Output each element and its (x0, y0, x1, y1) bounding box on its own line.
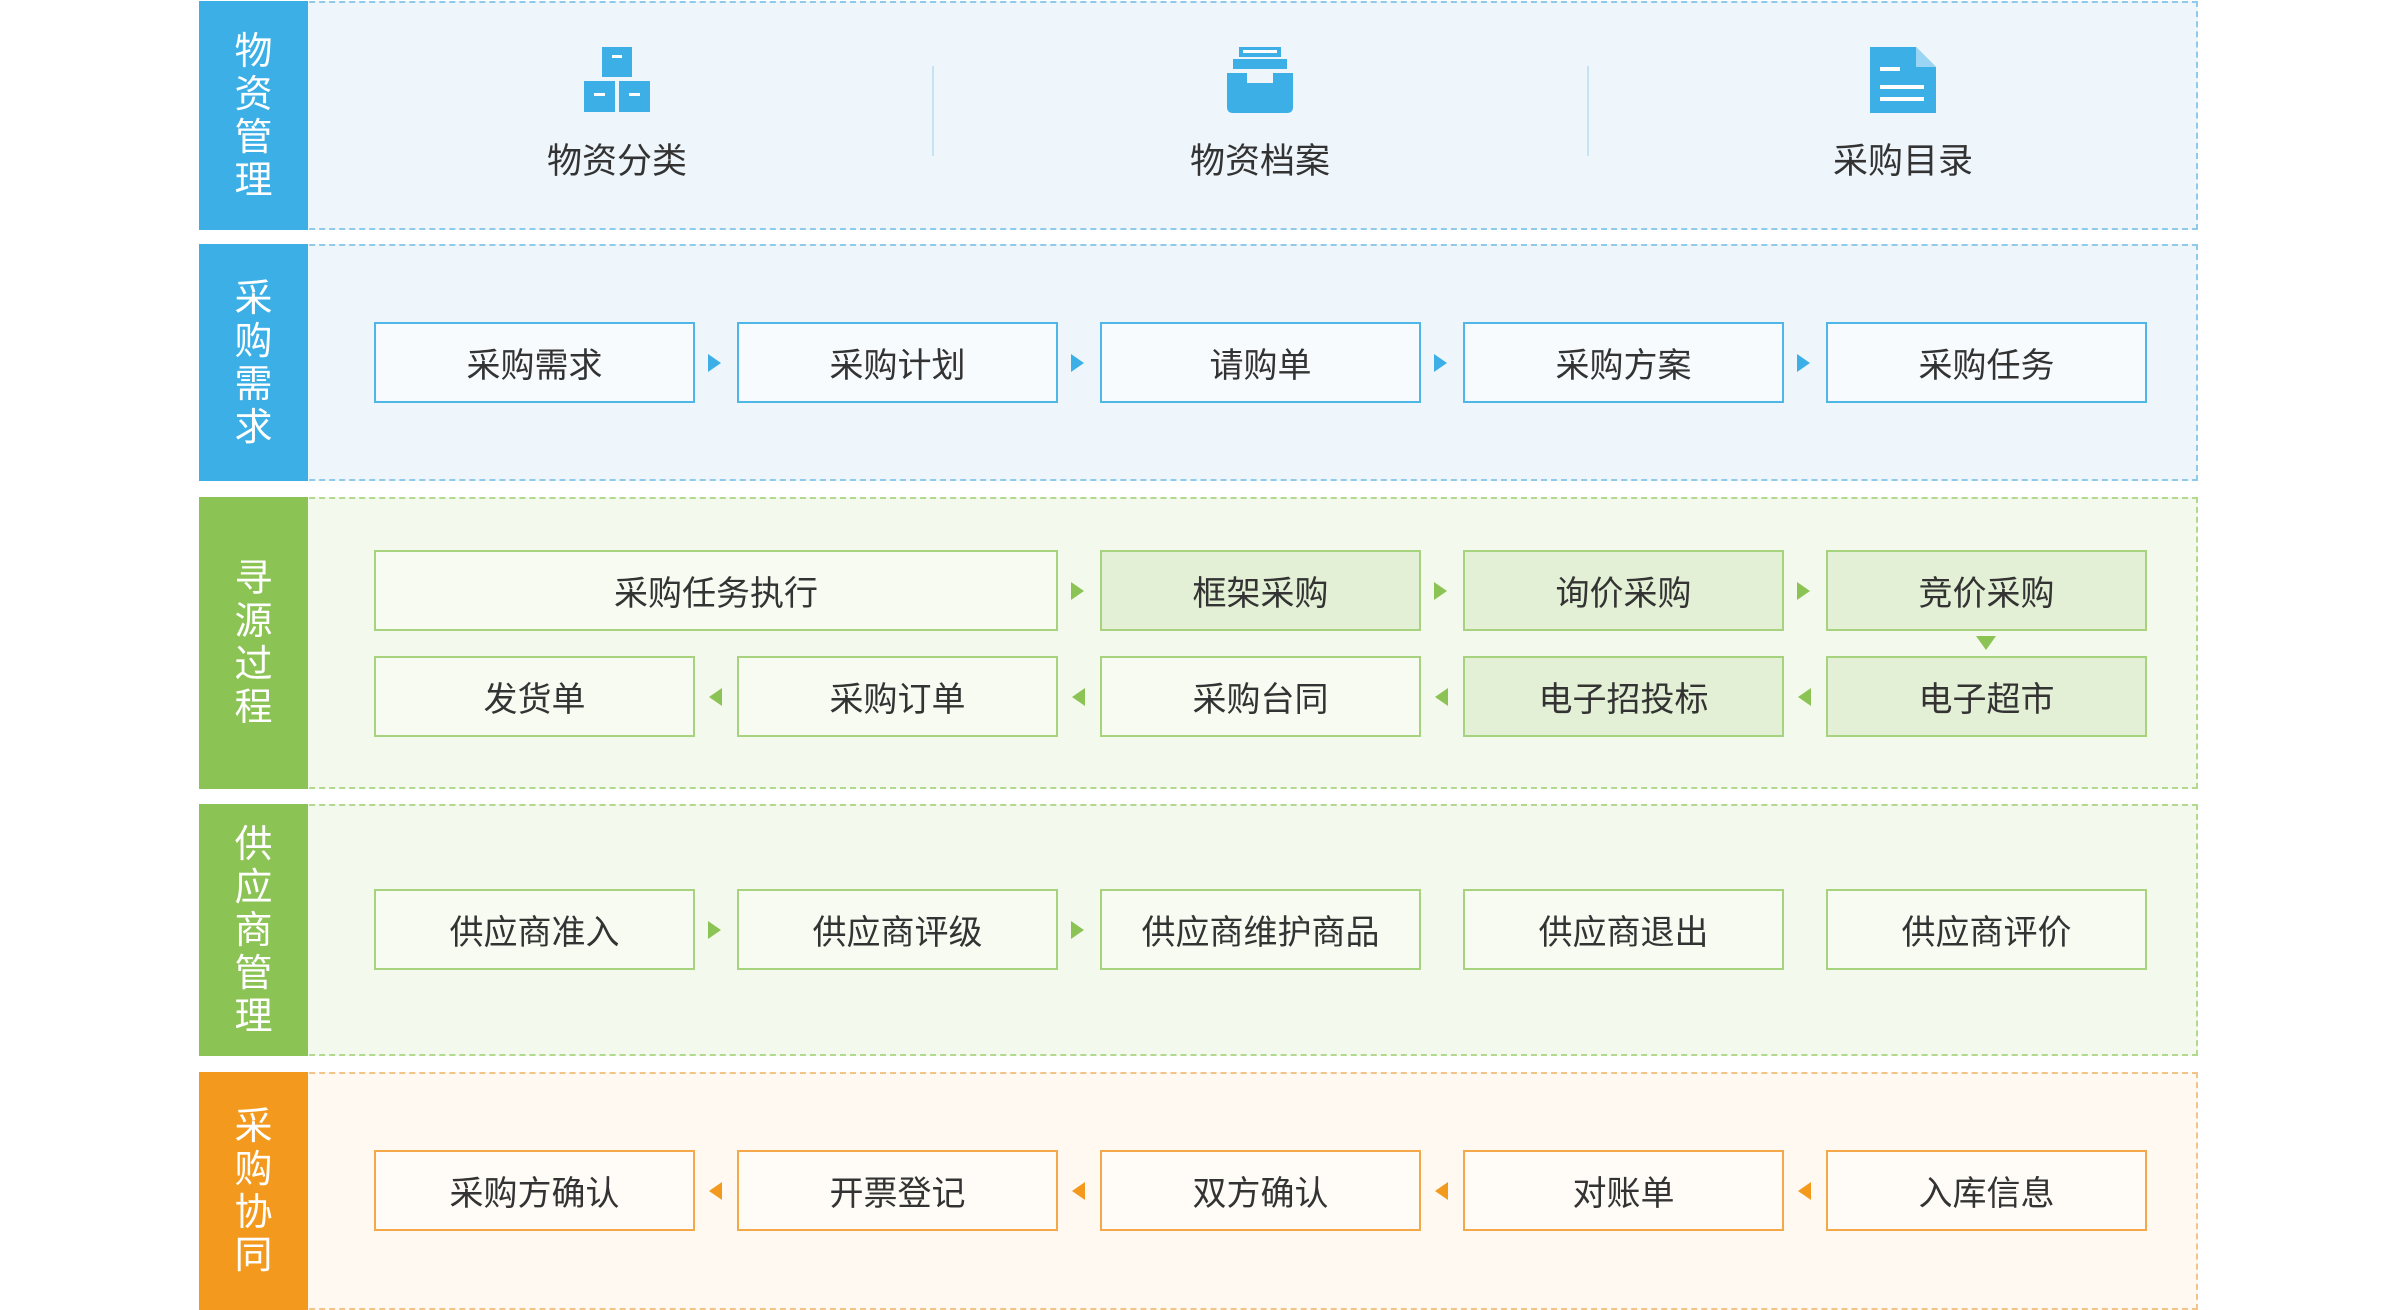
flow-arrow-right-icon (1071, 921, 1084, 939)
material-category-label: 物资分类 (546, 142, 687, 182)
material-archive-label: 物资档案 (1189, 142, 1330, 182)
flow-arrow-right-icon (1797, 582, 1810, 600)
supplier-step-box[interactable]: 供应商维护商品 (1100, 889, 1421, 970)
material-divider-2 (1587, 66, 1589, 156)
collab-step-box[interactable]: 采购方确认 (374, 1150, 695, 1231)
material-divider-1 (932, 66, 934, 156)
supplier-step-box[interactable]: 供应商评级 (737, 889, 1058, 970)
flow-arrow-right-icon (1797, 354, 1810, 372)
flow-arrow-left-icon (1435, 688, 1448, 706)
flow-arrow-left-icon (709, 1182, 722, 1200)
archive-tray-icon (1227, 47, 1293, 113)
procurement-catalog-item[interactable]: 采购目录 (1773, 45, 2033, 184)
supplier-step-box[interactable]: 供应商评价 (1826, 889, 2147, 970)
e-mall-box[interactable]: 电子超市 (1826, 656, 2147, 737)
bidding-procurement-box[interactable]: 竞价采购 (1826, 550, 2147, 631)
flow-arrow-left-icon (1798, 1182, 1811, 1200)
flow-arrow-right-icon (1071, 354, 1084, 372)
flow-arrow-down-icon (1976, 636, 1996, 650)
material-category-item[interactable]: 物资分类 (487, 45, 747, 184)
supplier-management-title: 供应商管理 (234, 821, 273, 1038)
procurement-catalog-label: 采购目录 (1832, 142, 1973, 182)
demand-step-box[interactable]: 请购单 (1100, 322, 1421, 403)
material-management-band (199, 1, 2198, 230)
inquiry-procurement-box[interactable]: 询价采购 (1463, 550, 1784, 631)
collab-step-box[interactable]: 开票登记 (737, 1150, 1058, 1231)
collab-step-box[interactable]: 入库信息 (1826, 1150, 2147, 1231)
flow-arrow-left-icon (1072, 688, 1085, 706)
document-icon (1870, 47, 1936, 113)
supplier-management-side-label: 供应商管理 (199, 804, 308, 1056)
flow-arrow-right-icon (708, 354, 721, 372)
procurement-demand-side-label: 采购需求 (199, 244, 308, 481)
material-archive-item[interactable]: 物资档案 (1130, 45, 1390, 184)
supplier-step-box[interactable]: 供应商准入 (374, 889, 695, 970)
procurement-demand-title: 采购需求 (234, 275, 273, 449)
flow-arrow-left-icon (1435, 1182, 1448, 1200)
demand-step-box[interactable]: 采购需求 (374, 322, 695, 403)
supplier-step-box[interactable]: 供应商退出 (1463, 889, 1784, 970)
flow-arrow-left-icon (1072, 1182, 1085, 1200)
e-bidding-box[interactable]: 电子招投标 (1463, 656, 1784, 737)
flow-arrow-right-icon (1434, 354, 1447, 372)
delivery-note-box[interactable]: 发货单 (374, 656, 695, 737)
purchase-order-box[interactable]: 采购订单 (737, 656, 1058, 737)
sourcing-task-execution-box[interactable]: 采购任务执行 (374, 550, 1058, 631)
framework-procurement-box[interactable]: 框架采购 (1100, 550, 1421, 631)
sourcing-process-side-label: 寻源过程 (199, 497, 308, 789)
purchase-contract-box[interactable]: 采购台同 (1100, 656, 1421, 737)
material-management-title: 物资管理 (234, 28, 273, 202)
flow-arrow-left-icon (709, 688, 722, 706)
flow-arrow-right-icon (708, 921, 721, 939)
flow-arrow-left-icon (1798, 688, 1811, 706)
boxes-icon (584, 47, 650, 112)
collab-step-box[interactable]: 双方确认 (1100, 1150, 1421, 1231)
sourcing-process-title: 寻源过程 (234, 556, 273, 729)
material-management-side-label: 物资管理 (199, 1, 308, 230)
procurement-collab-title: 采购协同 (234, 1104, 273, 1277)
sourcing-process-band (199, 497, 2198, 789)
collab-step-box[interactable]: 对账单 (1463, 1150, 1784, 1231)
demand-step-box[interactable]: 采购方案 (1463, 322, 1784, 403)
procurement-collab-side-label: 采购协同 (199, 1072, 308, 1310)
flow-arrow-right-icon (1071, 582, 1084, 600)
demand-step-box[interactable]: 采购任务 (1826, 322, 2147, 403)
flow-arrow-right-icon (1434, 582, 1447, 600)
demand-step-box[interactable]: 采购计划 (737, 322, 1058, 403)
